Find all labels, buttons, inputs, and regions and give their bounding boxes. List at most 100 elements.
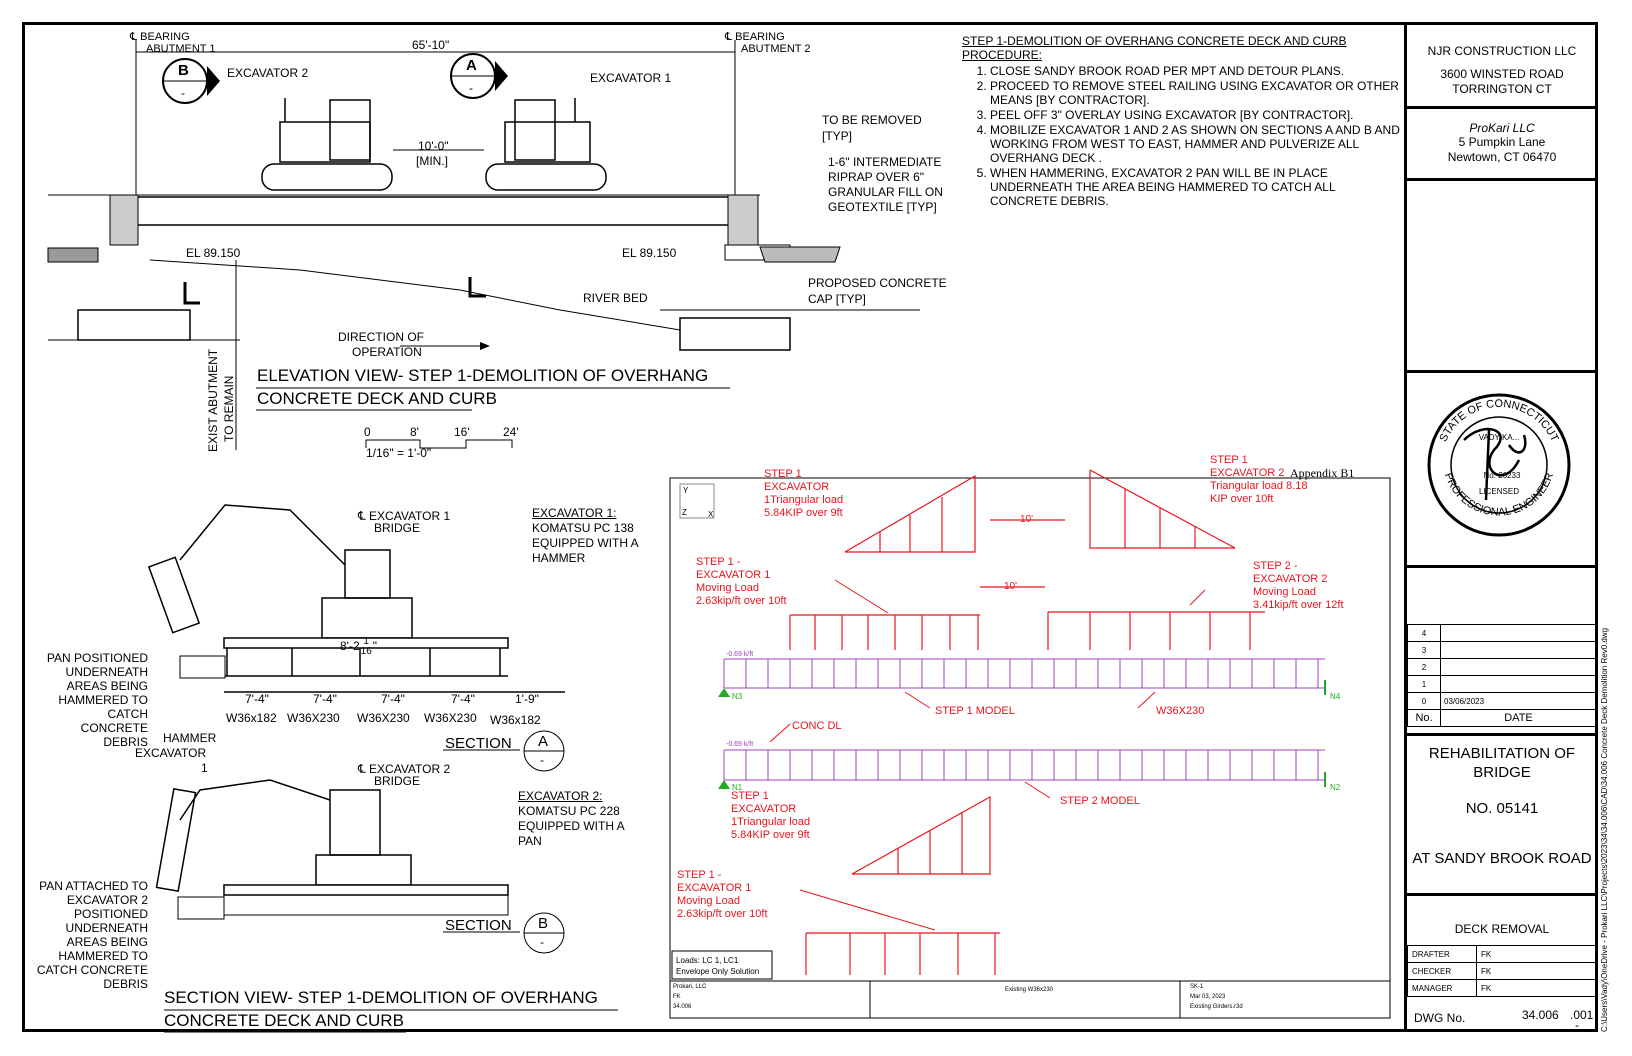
to-be-removed-typ: [TYP] [822, 129, 853, 143]
procedure-title: STEP 1-DEMOLITION OF OVERHANG CONCRETE D… [962, 34, 1347, 48]
axis-z: Z [682, 508, 687, 517]
load-line: 1Triangular load [764, 494, 844, 506]
offset-tail: " [372, 639, 378, 654]
file-path: C:\Users\Vady\OneDrive - Prokari LLC\Pro… [1600, 627, 1609, 1032]
beam-model-2 [724, 749, 1325, 781]
moving-load-1 [789, 614, 980, 650]
exist-abutment-1: EXIST ABUTMENT [206, 348, 220, 452]
engineer-name: ProKari LLC [1469, 121, 1535, 135]
pan-note-line: CATCH CONCRETE [36, 963, 148, 977]
moving-load-3 [805, 932, 1000, 975]
load-line: STEP 1 - [696, 556, 741, 568]
girder-1: W36x182 [226, 711, 277, 725]
section-a-tag-letter: A [466, 57, 477, 74]
axis-x: X [708, 510, 714, 519]
section-b-deck [223, 884, 509, 896]
rev-date: 03/06/2023 [1440, 692, 1597, 710]
conc-dl-label: CONC DL [792, 720, 842, 732]
section-title-1: SECTION VIEW- STEP 1-DEMOLITION OF OVERH… [164, 988, 598, 1007]
scale-16: 16' [454, 425, 470, 439]
title-block [1404, 22, 1598, 1032]
riprap-note-1: 1-6" INTERMEDIATE [828, 155, 942, 169]
span-dimension: 65'-10" [412, 38, 450, 52]
rev-no: 3 [1407, 641, 1441, 659]
section-a-tag-letter: A [538, 733, 549, 750]
section-b-excavator-title: EXCAVATOR 2: [518, 789, 603, 803]
step2-model-label: STEP 2 MODEL [1060, 795, 1140, 807]
company-address-2: TORRINGTON CT [1452, 82, 1552, 96]
seal-licensed: LICENSED [1479, 487, 1519, 496]
exist-abutment-2: TO REMAIN [222, 375, 236, 442]
revision-header: No.DATE [1407, 709, 1597, 727]
crew-name: FK [1476, 979, 1597, 997]
load-line: STEP 1 - [677, 869, 722, 881]
model-frame [669, 477, 1391, 1019]
tb-divider [1404, 106, 1598, 109]
triangular-load-1 [844, 474, 976, 553]
section-title-2: CONCRETE DECK AND CURB [164, 1011, 404, 1030]
pan-note-line: EXCAVATOR 2 [66, 893, 148, 907]
load-line: 2.63kip/ft over 10ft [696, 595, 787, 607]
elevation-right: EL 89.150 [622, 246, 677, 260]
crew-name: FK [1476, 945, 1597, 963]
procedure-step: PROCEED TO REMOVE STEEL RAILING USING EX… [990, 79, 1402, 107]
section-b-desc-1: KOMATSU PC 228 [518, 804, 620, 818]
tb-divider [1404, 565, 1598, 568]
centerline-symbol: ℄ [130, 31, 138, 43]
hammer-label-3: 1 [201, 761, 208, 775]
excavator-2-elevation [261, 98, 393, 191]
load-line: Triangular load 8.18 [1210, 480, 1308, 492]
direction-2: OPERATION [352, 345, 422, 359]
excavator-1-label: EXCAVATOR 1 [590, 71, 672, 85]
pan-note-line: PAN ATTACHED TO [39, 879, 148, 893]
model-footer-right: SK-1 Mar 03, 2023 Existing Girders.r3d [1190, 982, 1243, 1012]
pe-seal: STATE OF CONNECTICUT PROFESSIONAL ENGINE… [1427, 393, 1571, 537]
elevation-title-1: ELEVATION VIEW- STEP 1-DEMOLITION OF OVE… [257, 366, 709, 385]
tb-divider [1404, 178, 1598, 181]
revision-row: 4 [1407, 624, 1597, 642]
section-a-bridge-2: BRIDGE [374, 521, 421, 535]
girder-3: W36X230 [357, 711, 410, 725]
load-label-5: STEP 1 EXCAVATOR 1Triangular load 5.84KI… [731, 790, 810, 842]
section-a-desc-2: EQUIPPED WITH A [532, 536, 639, 550]
triangular-load-3 [851, 795, 991, 875]
engineer-address-1: 5 Pumpkin Lane [1458, 135, 1546, 149]
load-line: EXCAVATOR [731, 803, 797, 815]
project-title-4: AT SANDY BROOK ROAD [1412, 850, 1592, 867]
section-b-tag-letter: B [538, 915, 549, 932]
pan-note-line: AREAS BEING [66, 679, 148, 693]
rev-date [1440, 624, 1597, 642]
tb-divider [1404, 370, 1598, 373]
procedure-step: CLOSE SANDY BROOK ROAD PER MPT AND DETOU… [990, 64, 1402, 78]
riprap-note-4: GEOTEXTILE [TYP] [828, 200, 937, 214]
spacing-min: [MIN.] [416, 154, 448, 168]
model-footer-left: Prokari, LLC FK 34.006 [673, 982, 706, 1012]
load-line: STEP 1 [1210, 454, 1248, 466]
footer-file: Existing Girders.r3d [1190, 1004, 1243, 1010]
centerline-symbol: ℄ [725, 31, 733, 43]
hammer-label-2: EXCAVATOR [135, 746, 207, 760]
section-a-pan-note: PAN POSITIONED UNDERNEATH AREAS BEING HA… [46, 651, 148, 749]
node-n2: N2 [1330, 783, 1341, 792]
scale-24: 24' [503, 425, 519, 439]
company-address-1: 3600 WINSTED ROAD [1440, 67, 1564, 81]
pan-note-line: HAMMERED TO [58, 693, 148, 707]
offset-den: 16 [360, 646, 372, 657]
section-b-desc-3: PAN [518, 834, 542, 848]
section-a-deck [223, 637, 509, 649]
tb-divider [1404, 893, 1598, 896]
load-line: EXCAVATOR 2 [1253, 573, 1328, 585]
revision-row: 3 [1407, 641, 1597, 659]
footer-date: Mar 03, 2023 [1190, 994, 1226, 1000]
section-b-tag-sub: - [540, 935, 544, 949]
spacing-2: 7'-4" [313, 692, 337, 706]
pan-note-line: DEBRIS [103, 735, 148, 749]
section-a-desc-1: KOMATSU PC 138 [532, 521, 634, 535]
load-line: EXCAVATOR 1 [677, 882, 752, 894]
model-legend: Loads: LC 1, LC1 Envelope Only Solution [676, 955, 759, 977]
beam-size-label: W36X230 [1156, 705, 1205, 717]
pan-note-line: UNDERNEATH [65, 921, 148, 935]
spacing-5: 1'-9" [515, 692, 539, 706]
